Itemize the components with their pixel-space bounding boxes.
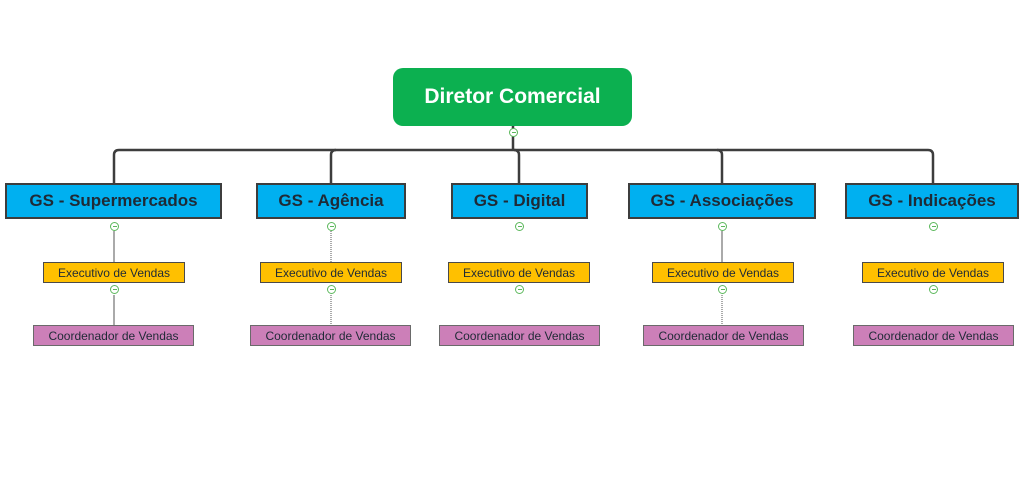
node-gs-indicacoes[interactable]: GS - Indicações: [845, 183, 1019, 219]
node-coordenador-de-vendas[interactable]: Coordenador de Vendas: [250, 325, 411, 346]
node-coordenador-de-vendas[interactable]: Coordenador de Vendas: [33, 325, 194, 346]
collapse-toggle-icon[interactable]: [327, 222, 336, 231]
node-gs-associacoes[interactable]: GS - Associações: [628, 183, 816, 219]
node-executivo-de-vendas[interactable]: Executivo de Vendas: [260, 262, 402, 283]
node-coordenador-de-vendas[interactable]: Coordenador de Vendas: [643, 325, 804, 346]
node-executivo-de-vendas[interactable]: Executivo de Vendas: [652, 262, 794, 283]
collapse-toggle-icon[interactable]: [110, 285, 119, 294]
collapse-toggle-icon[interactable]: [718, 222, 727, 231]
node-executivo-de-vendas[interactable]: Executivo de Vendas: [43, 262, 185, 283]
node-gs-digital[interactable]: GS - Digital: [451, 183, 588, 219]
node-coordenador-de-vendas[interactable]: Coordenador de Vendas: [853, 325, 1014, 346]
connector-to-agencia: [329, 148, 337, 183]
node-diretor-comercial[interactable]: Diretor Comercial: [393, 68, 632, 126]
node-executivo-de-vendas[interactable]: Executivo de Vendas: [862, 262, 1004, 283]
collapse-toggle-icon[interactable]: [110, 222, 119, 231]
node-gs-supermercados[interactable]: GS - Supermercados: [5, 183, 222, 219]
collapse-toggle-icon[interactable]: [509, 128, 518, 137]
node-gs-agencia[interactable]: GS - Agência: [256, 183, 406, 219]
collapse-toggle-icon[interactable]: [718, 285, 727, 294]
collapse-toggle-icon[interactable]: [929, 285, 938, 294]
connector-to-associacoes: [716, 148, 724, 183]
node-executivo-de-vendas[interactable]: Executivo de Vendas: [448, 262, 590, 283]
collapse-toggle-icon[interactable]: [327, 285, 336, 294]
collapse-toggle-icon[interactable]: [929, 222, 938, 231]
node-coordenador-de-vendas[interactable]: Coordenador de Vendas: [439, 325, 600, 346]
collapse-toggle-icon[interactable]: [515, 222, 524, 231]
collapse-toggle-icon[interactable]: [515, 285, 524, 294]
connector-to-digital: [513, 148, 521, 183]
connector-bus: [112, 148, 935, 183]
